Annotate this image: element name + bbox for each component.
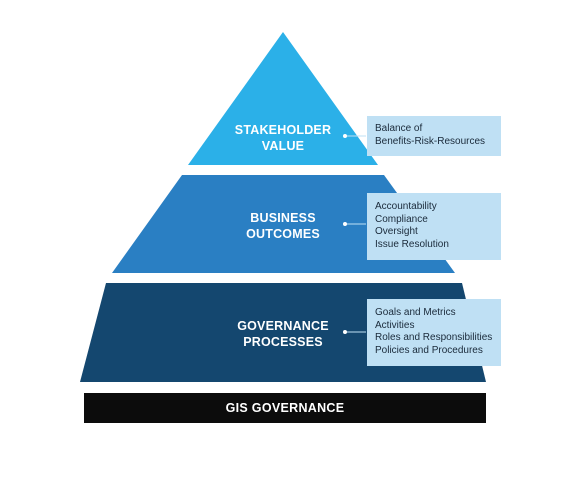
tier-title-line: GOVERNANCE <box>237 319 329 333</box>
callout-item: Balance of <box>375 123 423 134</box>
callout-stakeholder-value: Balance of Benefits-Risk-Resources <box>367 116 501 156</box>
tier-title-stakeholder-value: STAKEHOLDER VALUE <box>218 122 348 154</box>
connector-dot-middle <box>343 222 347 226</box>
tier-title-line: BUSINESS <box>250 211 316 225</box>
callout-item: Accountability <box>375 201 437 212</box>
tier-title-line: PROCESSES <box>243 335 323 349</box>
callout-item: Roles and Responsibilities <box>375 332 493 343</box>
tier-title-line: STAKEHOLDER <box>234 123 332 137</box>
callout-item: Oversight <box>375 226 418 237</box>
tier-top-shape <box>188 32 378 165</box>
tier-title-governance-processes: GOVERNANCE PROCESSES <box>218 318 348 350</box>
callout-item: Benefits-Risk-Resources <box>375 135 486 147</box>
callout-item: Goals and Metrics <box>375 307 456 318</box>
callout-business-outcomes: Accountability Compliance Oversight Issu… <box>367 193 501 260</box>
callout-governance-processes: Goals and Metrics Activities Roles and R… <box>367 299 501 366</box>
tier-title-line: OUTCOMES <box>246 227 320 241</box>
callout-item: Policies and Procedures <box>375 344 483 356</box>
callout-item: Activities <box>375 319 415 331</box>
tier-title-line: VALUE <box>261 139 305 153</box>
connector-dot-top <box>343 134 347 138</box>
base-bar-gis-governance: GIS GOVERNANCE <box>84 393 486 423</box>
callout-item: Issue Resolution <box>375 238 449 250</box>
connector-dot-bottom <box>343 330 347 334</box>
tier-title-business-outcomes: BUSINESS OUTCOMES <box>218 210 348 242</box>
callout-item: Compliance <box>375 213 428 225</box>
